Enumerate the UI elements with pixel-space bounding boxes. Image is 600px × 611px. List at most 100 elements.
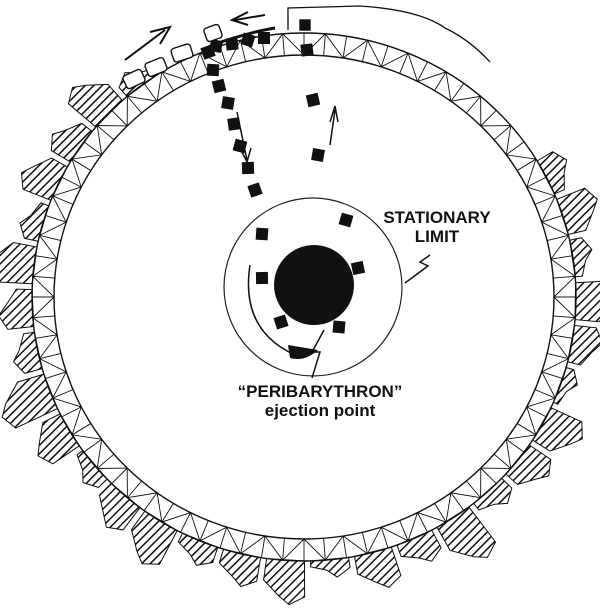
truss-strut bbox=[450, 83, 465, 102]
truss-strut bbox=[361, 40, 368, 62]
truss-strut bbox=[127, 95, 142, 114]
truss-strut bbox=[493, 453, 512, 469]
stationary-limit-line2: LIMIT bbox=[414, 227, 460, 246]
truss-strut bbox=[541, 214, 563, 223]
truss-strut bbox=[553, 315, 576, 319]
truss-strut bbox=[417, 61, 428, 82]
truss-strut bbox=[541, 371, 563, 380]
truss-strut bbox=[71, 158, 92, 171]
building bbox=[353, 546, 402, 588]
truss-strut bbox=[35, 255, 58, 260]
building bbox=[218, 548, 262, 588]
truss-strut bbox=[180, 61, 191, 82]
building bbox=[263, 557, 306, 606]
power-line bbox=[287, 5, 491, 63]
truss-strut bbox=[516, 423, 537, 436]
cargo-block bbox=[273, 314, 289, 330]
truss-strut bbox=[380, 527, 389, 549]
cargo-block bbox=[247, 182, 263, 198]
truss-strut bbox=[342, 36, 347, 59]
orbit-arrowhead bbox=[288, 345, 318, 359]
building bbox=[0, 288, 35, 330]
truss-strut bbox=[240, 532, 247, 554]
truss-strut bbox=[534, 389, 556, 399]
truss-strut bbox=[342, 535, 347, 558]
truss-strut bbox=[111, 110, 128, 127]
truss-strut bbox=[434, 503, 447, 523]
down-arrow-icon bbox=[236, 111, 252, 165]
truss-strut bbox=[61, 406, 82, 418]
up-arrow-icon bbox=[329, 105, 339, 146]
truss-strut bbox=[32, 315, 55, 319]
truss-strut bbox=[71, 423, 92, 436]
truss-strut bbox=[361, 532, 368, 554]
truss-strut bbox=[466, 480, 481, 499]
building bbox=[0, 241, 38, 285]
building bbox=[396, 529, 442, 562]
stationary-limit-label: STATIONARY LIMIT bbox=[382, 208, 492, 246]
building bbox=[177, 532, 219, 566]
peribarythron-title: “PERIBARYTHRON” bbox=[237, 382, 403, 401]
cargo-block bbox=[305, 92, 321, 108]
city-skyline bbox=[0, 67, 600, 606]
cargo-block bbox=[338, 212, 354, 228]
truss-strut bbox=[466, 95, 481, 114]
truss-strut bbox=[261, 535, 266, 558]
truss-strut bbox=[399, 52, 409, 74]
truss-strut bbox=[534, 195, 556, 205]
truss-strut bbox=[143, 83, 158, 102]
truss-strut bbox=[45, 214, 67, 223]
truss-zigzag bbox=[32, 33, 576, 561]
truss-strut bbox=[399, 520, 409, 542]
vehicle-arrow-left-icon bbox=[229, 11, 266, 26]
truss-strut bbox=[127, 480, 142, 499]
truss-strut bbox=[161, 71, 174, 91]
cargo-block bbox=[227, 117, 241, 131]
truss-strut bbox=[516, 158, 537, 171]
truss-strut bbox=[526, 406, 547, 418]
stationary-limit-line1: STATIONARY bbox=[383, 208, 491, 227]
truss-strut bbox=[96, 453, 115, 469]
building bbox=[473, 477, 513, 511]
truss-strut bbox=[493, 125, 512, 141]
truss-strut bbox=[480, 110, 497, 127]
vehicle-arrow-icon bbox=[124, 25, 173, 61]
building bbox=[436, 506, 497, 558]
limit-pointer bbox=[404, 254, 431, 284]
building bbox=[552, 366, 578, 405]
building bbox=[76, 449, 108, 488]
truss-strut bbox=[550, 255, 573, 260]
building bbox=[37, 413, 80, 465]
cargo-block bbox=[255, 271, 269, 285]
truss-strut bbox=[323, 538, 326, 561]
truss-strut bbox=[161, 503, 174, 523]
ejection-point-subtitle: ejection point bbox=[264, 401, 376, 420]
truss-strut bbox=[96, 125, 115, 141]
cargo-block bbox=[211, 78, 227, 94]
truss-strut bbox=[282, 33, 285, 56]
black-hole bbox=[274, 245, 354, 325]
truss-strut bbox=[199, 520, 209, 542]
truss-strut bbox=[380, 45, 389, 67]
cargo-block bbox=[241, 161, 255, 175]
cargo-block bbox=[255, 227, 269, 241]
truss-strut bbox=[526, 176, 547, 188]
building bbox=[50, 122, 93, 163]
truss-strut bbox=[83, 438, 103, 453]
building bbox=[567, 324, 600, 366]
cargo-block bbox=[258, 32, 270, 44]
truss-strut bbox=[505, 438, 525, 453]
truss-strut bbox=[550, 334, 573, 339]
truss-strut bbox=[35, 334, 58, 339]
ejection-pointer bbox=[310, 329, 325, 379]
ejection-point-label: “PERIBARYTHRON” ejection point bbox=[200, 382, 440, 420]
truss-strut bbox=[417, 512, 428, 533]
truss-strut bbox=[546, 234, 569, 241]
truss-strut bbox=[32, 275, 55, 279]
truss-strut bbox=[450, 492, 465, 511]
truss-strut bbox=[505, 141, 525, 156]
truss-strut bbox=[180, 512, 191, 533]
truss-strut bbox=[61, 176, 82, 188]
truss-strut bbox=[323, 33, 326, 56]
cargo-block bbox=[311, 148, 325, 162]
